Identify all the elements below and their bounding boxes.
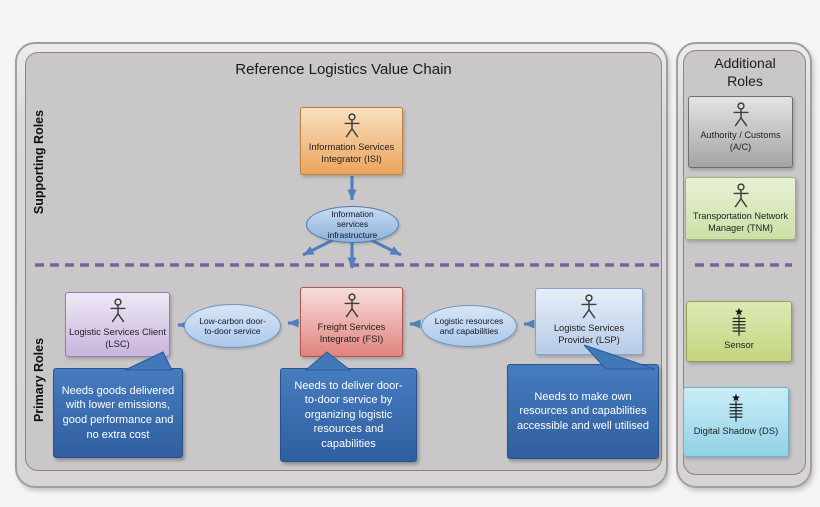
transportation-network-manager-box: Transportation Network Manager (TNM) xyxy=(685,177,796,240)
lsc-needs-text: Needs goods delivered with lower emissio… xyxy=(61,384,175,441)
digital-shadow-label: Digital Shadow (DS) xyxy=(693,425,779,436)
lsp-label: Logistic Services Provider (LSP) xyxy=(553,322,625,345)
transportation-network-manager-label: Transportation Network Manager (TNM) xyxy=(692,211,789,233)
sensor-label: Sensor xyxy=(724,339,754,350)
fsi-actor-box: Freight Services Integrator (FSI) xyxy=(300,287,403,357)
actor-icon xyxy=(343,113,360,138)
lowcarbon-service-ellipse: Low-carbon door-to-door service xyxy=(184,304,281,348)
fsi-label: Freight Services Integrator (FSI) xyxy=(317,321,386,344)
infrastructure-ellipse: Information services infrastructure xyxy=(306,206,399,243)
logistic-resources-ellipse: Logistic resources and capabilities xyxy=(421,305,517,347)
lsc-needs-callout: Needs goods delivered with lower emissio… xyxy=(53,368,183,458)
infrastructure-ellipse-text: Information services infrastructure xyxy=(327,209,378,240)
antenna-icon xyxy=(729,393,743,422)
fsi-needs-callout: Needs to deliver door-to-door service by… xyxy=(280,368,417,462)
fsi-needs-text: Needs to deliver door-to-door service by… xyxy=(294,379,403,450)
lsc-actor-box: Logistic Services Client (LSC) xyxy=(65,292,170,357)
authority-customs-label: Authority / Customs (A/C) xyxy=(700,130,781,152)
actor-icon xyxy=(732,183,749,208)
actor-icon xyxy=(581,294,597,319)
logistic-resources-text: Logistic resources and capabilities xyxy=(434,315,504,336)
authority-customs-box: Authority / Customs (A/C) xyxy=(688,96,793,168)
lsp-needs-callout: Needs to make own resources and capabili… xyxy=(507,364,659,459)
lsc-label: Logistic Services Client (LSC) xyxy=(69,326,166,349)
actor-icon xyxy=(109,298,126,323)
antenna-icon xyxy=(732,307,746,336)
lsp-actor-box: Logistic Services Provider (LSP) xyxy=(535,288,643,355)
isi-label: Information Services Integrator (ISI) xyxy=(308,141,395,164)
actor-icon xyxy=(343,293,360,318)
actor-icon xyxy=(732,102,749,127)
additional-roles-title: Additional Roles xyxy=(714,55,776,89)
primary-roles-label: Primary Roles xyxy=(32,337,46,423)
main-panel-title: Reference Logistics Value Chain xyxy=(235,61,452,78)
lowcarbon-service-text: Low-carbon door-to-door service xyxy=(199,315,266,336)
sensor-box: Sensor xyxy=(686,301,792,362)
isi-actor-box: Information Services Integrator (ISI) xyxy=(300,107,403,175)
digital-shadow-box: Digital Shadow (DS) xyxy=(683,387,789,457)
supporting-roles-label: Supporting Roles xyxy=(32,109,46,215)
lsp-needs-text: Needs to make own resources and capabili… xyxy=(516,390,650,432)
